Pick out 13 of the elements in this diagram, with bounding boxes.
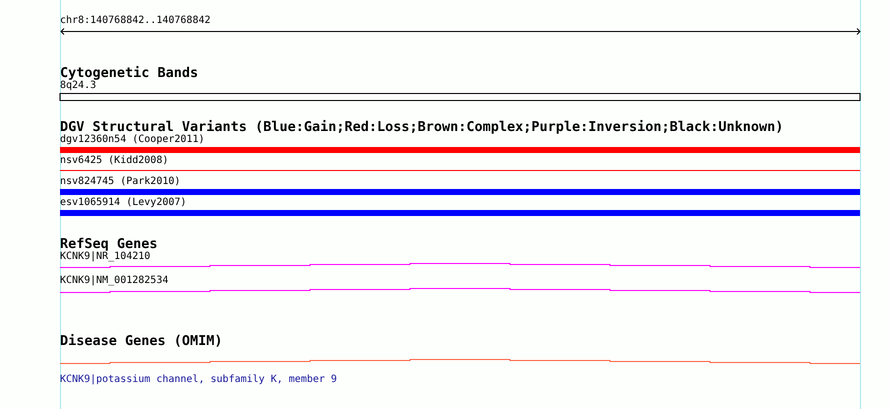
track-heading: DGV Structural Variants (Blue:Gain;Red:Loss;Brown:Complex;Purple:Inversion;Black:Unknown) xyxy=(60,121,784,133)
track-heading: Disease Genes (OMIM) xyxy=(60,335,223,347)
track-heading: RefSeq Genes xyxy=(60,238,158,250)
feature-label: nsv6425 (Kidd2008) xyxy=(60,155,168,167)
feature-label: dgv12360n54 (Cooper2011) xyxy=(60,134,204,146)
feature-label: KCNK9|NR_104210 xyxy=(60,251,150,263)
track-heading: Cytogenetic Bands xyxy=(60,67,198,79)
feature-label: 8q24.3 xyxy=(60,80,96,92)
feature-label: nsv824745 (Park2010) xyxy=(60,176,180,188)
position-label: chr8:140768842..140768842 xyxy=(60,15,211,27)
disease-label: KCNK9|potassium channel, subfamily K, member 9 xyxy=(60,374,337,386)
feature-label: esv1065914 (Levy2007) xyxy=(60,197,186,209)
feature-label: KCNK9|NM_001282534 xyxy=(60,275,168,287)
